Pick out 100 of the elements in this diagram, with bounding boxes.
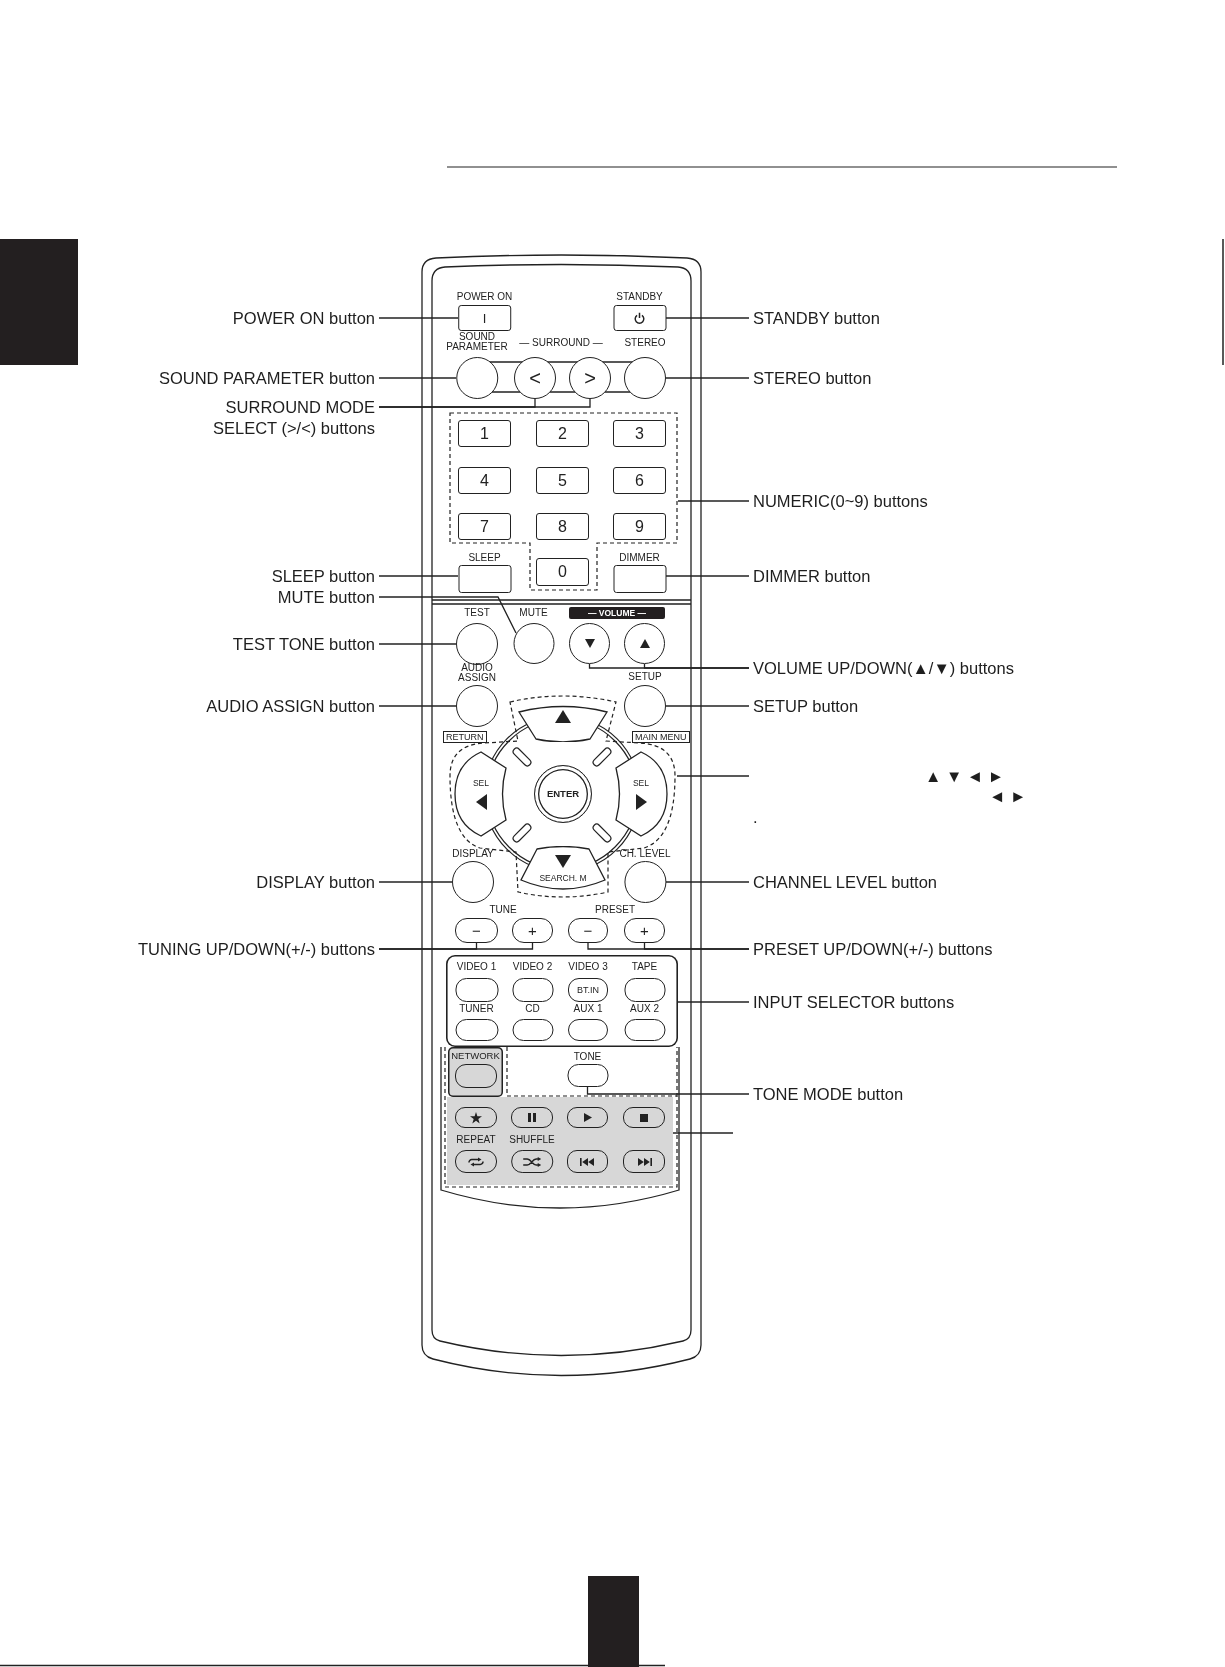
button-label: AUX 1 (573, 1004, 603, 1014)
surround-mode-button: > (569, 357, 611, 399)
leader-line (643, 942, 750, 950)
boxed-label: MAIN MENU (632, 731, 690, 743)
pause-button (511, 1107, 553, 1128)
leader-line (378, 643, 457, 645)
boxed-label: RETURN (443, 731, 487, 743)
button-label: CH. LEVEL (619, 849, 671, 859)
leader-line (378, 377, 457, 379)
leader-line (665, 377, 750, 379)
callout-label: . (753, 807, 758, 827)
number-button: 4 (458, 467, 511, 494)
callout-label: NUMERIC(0~9) buttons (753, 491, 928, 511)
button-label: AUX 2 (630, 1004, 659, 1014)
group-label: — SURROUND — (519, 338, 603, 348)
leader-line (378, 317, 459, 319)
callout-label: SOUND PARAMETER button (158, 368, 375, 388)
leader-line (586, 1086, 750, 1095)
number-button: 6 (613, 467, 666, 494)
number-button: 0 (536, 558, 589, 586)
callout-label: TEST TONE button (232, 634, 375, 654)
number-button: 7 (458, 513, 511, 540)
leader-line (378, 398, 591, 408)
play-button (567, 1107, 608, 1128)
surround-mode-button: < (514, 357, 556, 399)
button-label: TEST (464, 608, 490, 618)
leader-line (665, 317, 750, 319)
callout-label: VOLUME UP/DOWN(▲/▼) buttons (753, 658, 1014, 678)
button-label: POWER ON (456, 292, 513, 302)
callout-label: CHANNEL LEVEL button (753, 872, 938, 892)
volume-up-button (624, 623, 665, 664)
callout-label: SLEEP button (271, 566, 375, 586)
callout-label: STANDBY button (753, 308, 880, 328)
callout-label: SURROUND MODE SELECT (>/<) buttons (190, 396, 375, 439)
number-button: 3 (613, 420, 666, 447)
callout-label: DISPLAY button (256, 872, 375, 892)
volume-down-button (569, 623, 610, 664)
section-tab (0, 239, 78, 365)
leader-line (378, 596, 517, 634)
callout-label: MUTE button (277, 587, 375, 607)
button-label: SLEEP (468, 553, 501, 563)
leader-line (643, 663, 750, 669)
button-label: NETWORK (451, 1051, 500, 1061)
callout-label: POWER ON button (232, 308, 375, 328)
leader-line (378, 942, 534, 950)
number-button: 9 (613, 513, 666, 540)
leader-line (665, 575, 750, 577)
callout-label: AUDIO ASSIGN button (206, 696, 375, 716)
button-label: AUDIO ASSIGN (458, 663, 496, 683)
button-label: DISPLAY (452, 849, 494, 859)
cursor-right-button: SEL (613, 750, 669, 838)
leader-line (677, 500, 750, 502)
page-number-tab (588, 1576, 639, 1667)
input-button: BT.IN (568, 978, 608, 1002)
preset-up-button: + (624, 918, 665, 943)
callout-label: DIMMER button (753, 566, 871, 586)
cursor-left-button: SEL (453, 750, 509, 838)
button-label: VIDEO 2 (512, 962, 553, 972)
cursor-up-button (516, 704, 610, 742)
number-button: 5 (536, 467, 589, 494)
number-button: 8 (536, 513, 589, 540)
leader-line (665, 705, 750, 707)
group-label: PRESET (595, 905, 635, 915)
button-label: SETUP (628, 672, 662, 682)
label-band: — VOLUME — (569, 607, 665, 619)
leader-line (676, 775, 750, 777)
network-panel (448, 1047, 503, 1097)
leader-line (378, 881, 453, 883)
button-label: TUNER (459, 1004, 494, 1014)
power-on-button: I (458, 305, 511, 331)
button-label: VIDEO 3 (568, 962, 608, 972)
button-label: TAPE (631, 962, 658, 972)
tuning-up-button: + (512, 918, 553, 943)
button-label: CD (525, 1004, 540, 1014)
callout-label: TONE MODE button (753, 1084, 904, 1104)
callout-label: ◄ ► (989, 786, 1027, 806)
number-button: 1 (458, 420, 511, 447)
callout-label: PRESET UP/DOWN(+/-) buttons (753, 939, 993, 959)
callout-label: STEREO button (753, 368, 872, 388)
button-group-panel (446, 955, 678, 1047)
callout-label: SETUP button (753, 696, 859, 716)
group-label: TUNE (489, 905, 517, 915)
button-label: VIDEO 1 (456, 962, 497, 972)
callout-label: TUNING UP/DOWN(+/-) buttons (138, 939, 375, 959)
button-label: MUTE (519, 608, 548, 618)
skip-forward-button (623, 1150, 665, 1173)
enter-button: ENTER (534, 765, 592, 823)
tuning-down-button: − (455, 918, 498, 943)
leader-line (672, 1132, 734, 1134)
button-label: STEREO (624, 338, 666, 348)
leader-line (378, 705, 457, 707)
callout-label: INPUT SELECTOR buttons (753, 992, 955, 1012)
button-label: SOUND PARAMETER (446, 332, 508, 352)
leader-line (378, 575, 459, 577)
transport-panel (447, 1097, 673, 1185)
callout-label: ▲ ▼ ◄ ► (925, 766, 1005, 786)
stop-button (623, 1107, 665, 1128)
number-button: 2 (536, 420, 589, 447)
leader-line (665, 881, 750, 883)
preset-down-button: − (568, 918, 608, 943)
